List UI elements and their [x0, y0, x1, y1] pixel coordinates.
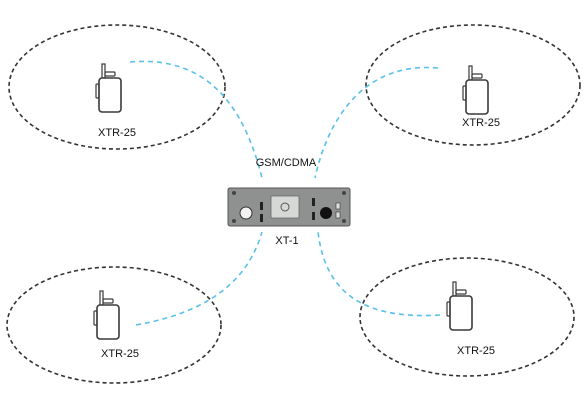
base-unit-display — [270, 195, 300, 219]
radio-icon-bottom-left — [93, 290, 120, 340]
coverage-area-bottom-right — [359, 257, 575, 377]
radio-label-bottom-right: XTR-25 — [457, 345, 495, 357]
radio-label-top-left: XTR-25 — [98, 127, 136, 139]
link-label: GSM/CDMA — [255, 157, 317, 169]
coverage-area-top-right — [365, 24, 581, 146]
radio-icon-bottom-right — [446, 281, 473, 331]
link-line-top-left — [129, 60, 263, 179]
link-line-bottom-right — [317, 231, 441, 317]
base-unit-label: XT-1 — [275, 235, 299, 247]
radio-label-top-right: XTR-25 — [462, 117, 500, 129]
coverage-area-bottom-left — [6, 266, 222, 384]
radio-icon-top-right — [462, 65, 489, 115]
radio-label-bottom-left: XTR-25 — [101, 348, 139, 360]
base-unit-icon — [227, 187, 351, 227]
link-line-top-right — [314, 66, 439, 179]
radio-icon-top-left — [95, 63, 122, 113]
coverage-area-top-left — [8, 24, 226, 150]
link-line-bottom-left — [135, 231, 263, 326]
